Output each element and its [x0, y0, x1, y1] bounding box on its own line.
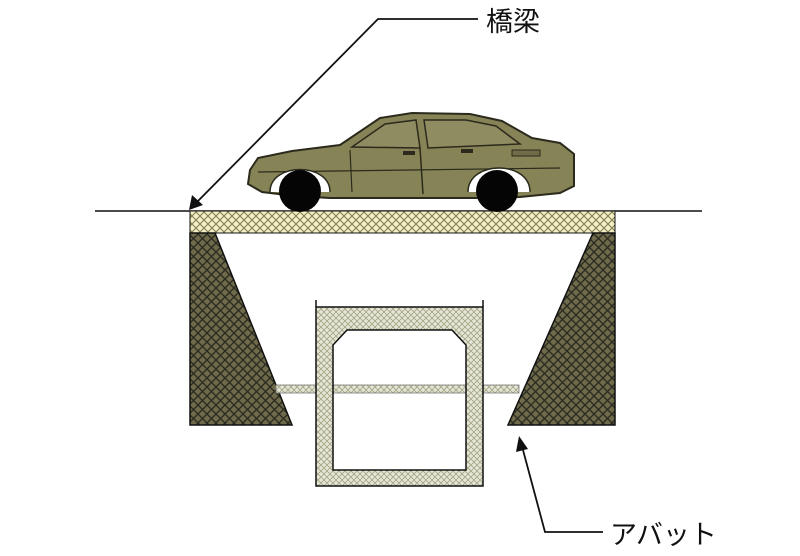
bridge-label: 橋梁: [486, 7, 540, 38]
tire-front: [279, 170, 321, 212]
abutment-leader: [516, 436, 603, 533]
abutment-right: [506, 232, 616, 426]
abutment-label: アバット: [610, 520, 717, 551]
tire-rear: [476, 170, 518, 212]
tie-beam: [275, 384, 520, 394]
abutment-left: [189, 232, 294, 426]
bridge-deck: [189, 210, 616, 234]
car: [246, 111, 575, 212]
box-culvert: [315, 300, 484, 487]
bridge-leader: [189, 18, 478, 210]
